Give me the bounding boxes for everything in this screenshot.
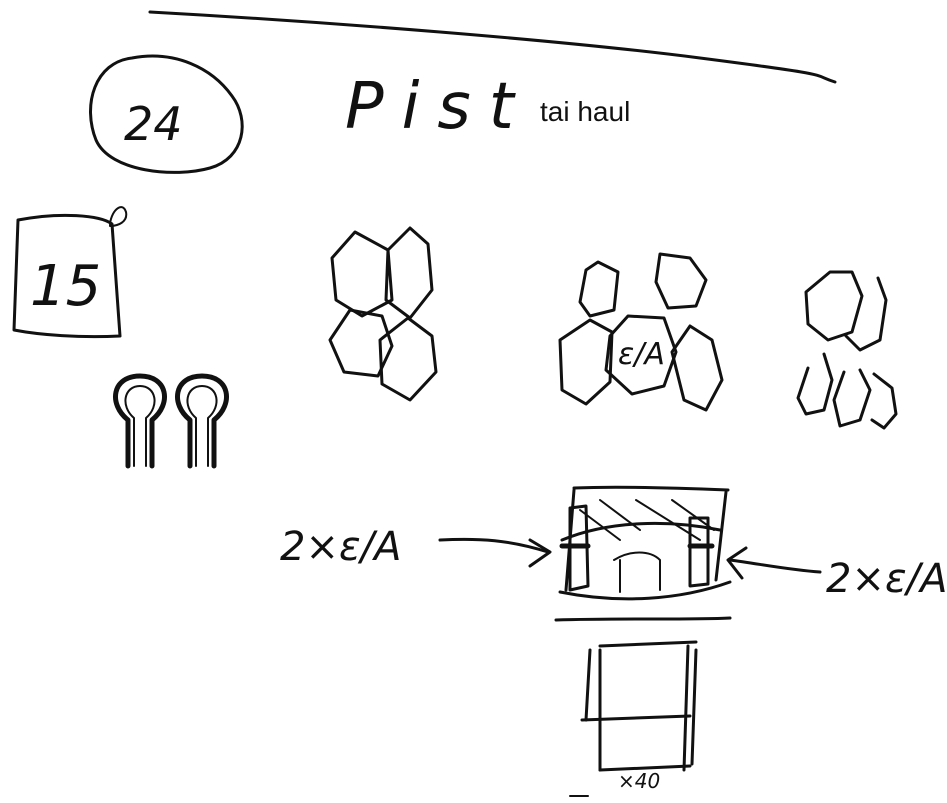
hex-cluster-three xyxy=(796,270,898,430)
hex-label: ε/A xyxy=(618,337,665,372)
lower-box-sketch xyxy=(580,640,698,772)
section-sketch xyxy=(554,485,732,622)
dimension-label: ×40 xyxy=(618,769,660,793)
count-label: 15 xyxy=(30,254,101,319)
right-note: 2×ε/A xyxy=(826,556,947,602)
right-arrow-head xyxy=(726,546,748,580)
keyhole-icon-left xyxy=(113,373,167,469)
left-arrow xyxy=(438,537,550,554)
keyhole-icon-right xyxy=(175,373,229,469)
page-number: 24 xyxy=(124,97,183,151)
page-number-circle xyxy=(89,54,244,174)
count-box-flag xyxy=(109,206,128,227)
hex-cluster-one xyxy=(328,226,438,402)
hex-cluster-two xyxy=(558,252,724,412)
left-arrow-head xyxy=(528,538,552,568)
left-note: 2×ε/A xyxy=(280,524,401,570)
sheet-subtitle: tai haul xyxy=(540,96,630,127)
sheet-title: Pist xyxy=(345,70,532,144)
count-box xyxy=(12,213,122,339)
right-arrow xyxy=(728,558,822,574)
top-rule-line xyxy=(148,10,837,84)
